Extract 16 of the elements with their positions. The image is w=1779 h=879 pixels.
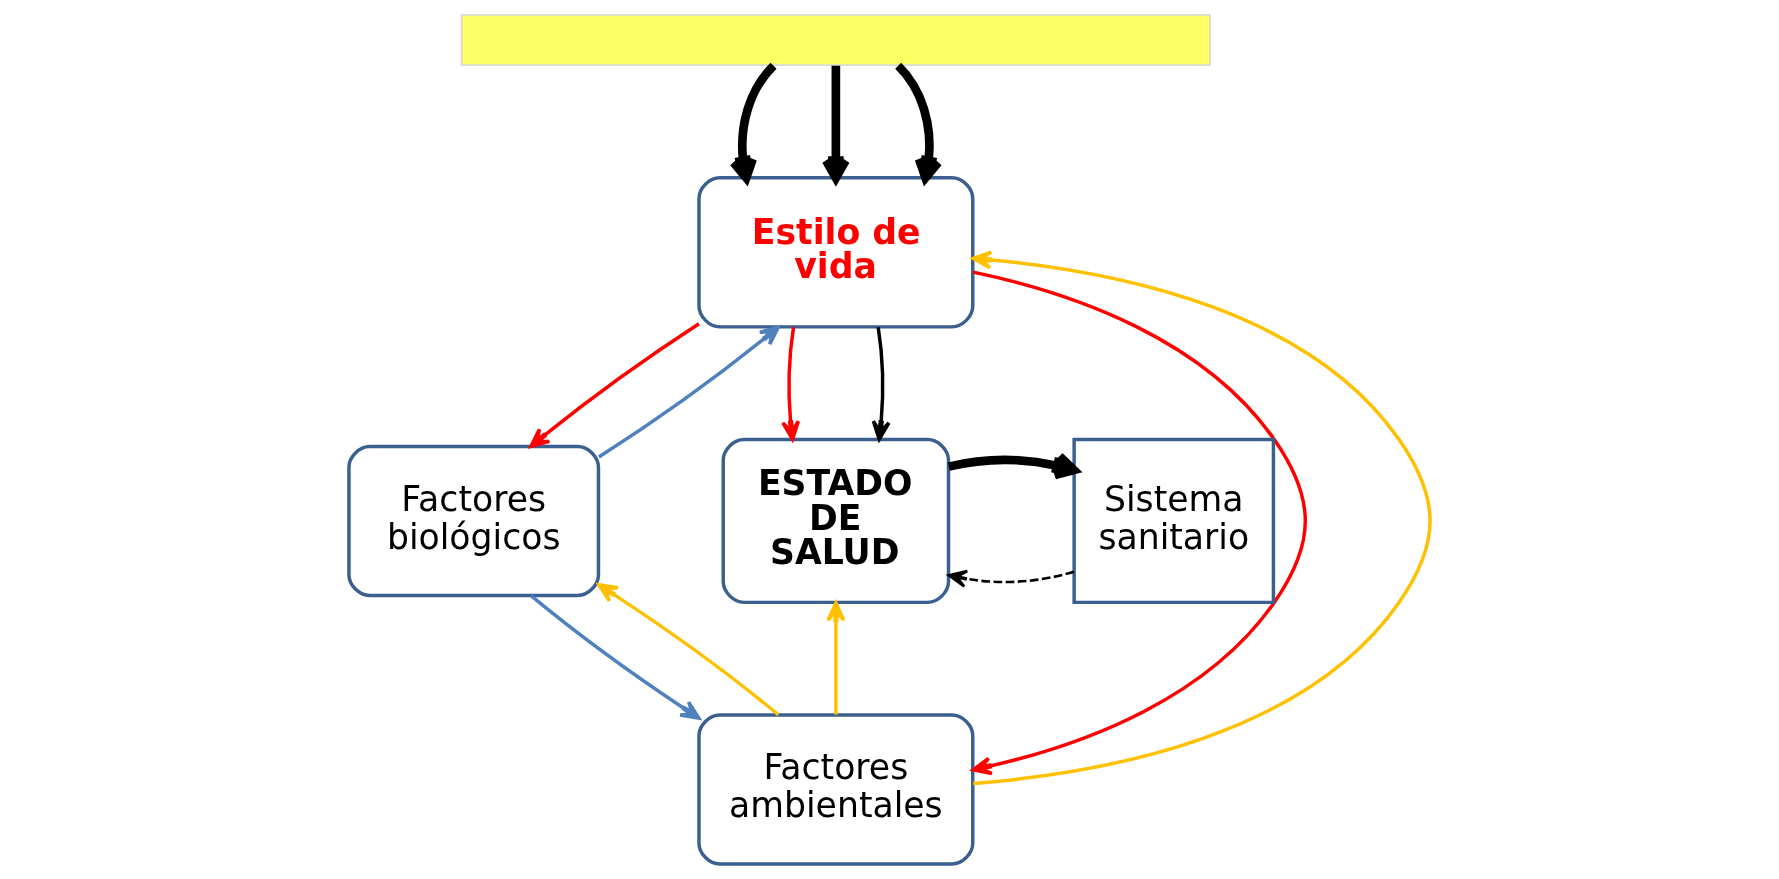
node-box — [460, 14, 1212, 67]
node-box: Sistema sanitario — [1072, 437, 1276, 605]
arrow — [597, 583, 780, 717]
arrow — [529, 322, 700, 449]
node-box: Factores ambientales — [697, 713, 975, 866]
arrow — [971, 250, 1432, 786]
node-box: Estilo de vida — [697, 176, 975, 329]
arrow — [971, 270, 1307, 776]
arrow — [826, 601, 846, 715]
node-box: Factores biológicos — [347, 444, 601, 598]
arrow — [530, 594, 701, 720]
arrow — [871, 326, 891, 442]
node-box: ESTADO DE SALUD — [721, 437, 951, 605]
arrow — [781, 326, 801, 442]
arrow — [597, 325, 780, 459]
arrow — [947, 569, 1075, 588]
